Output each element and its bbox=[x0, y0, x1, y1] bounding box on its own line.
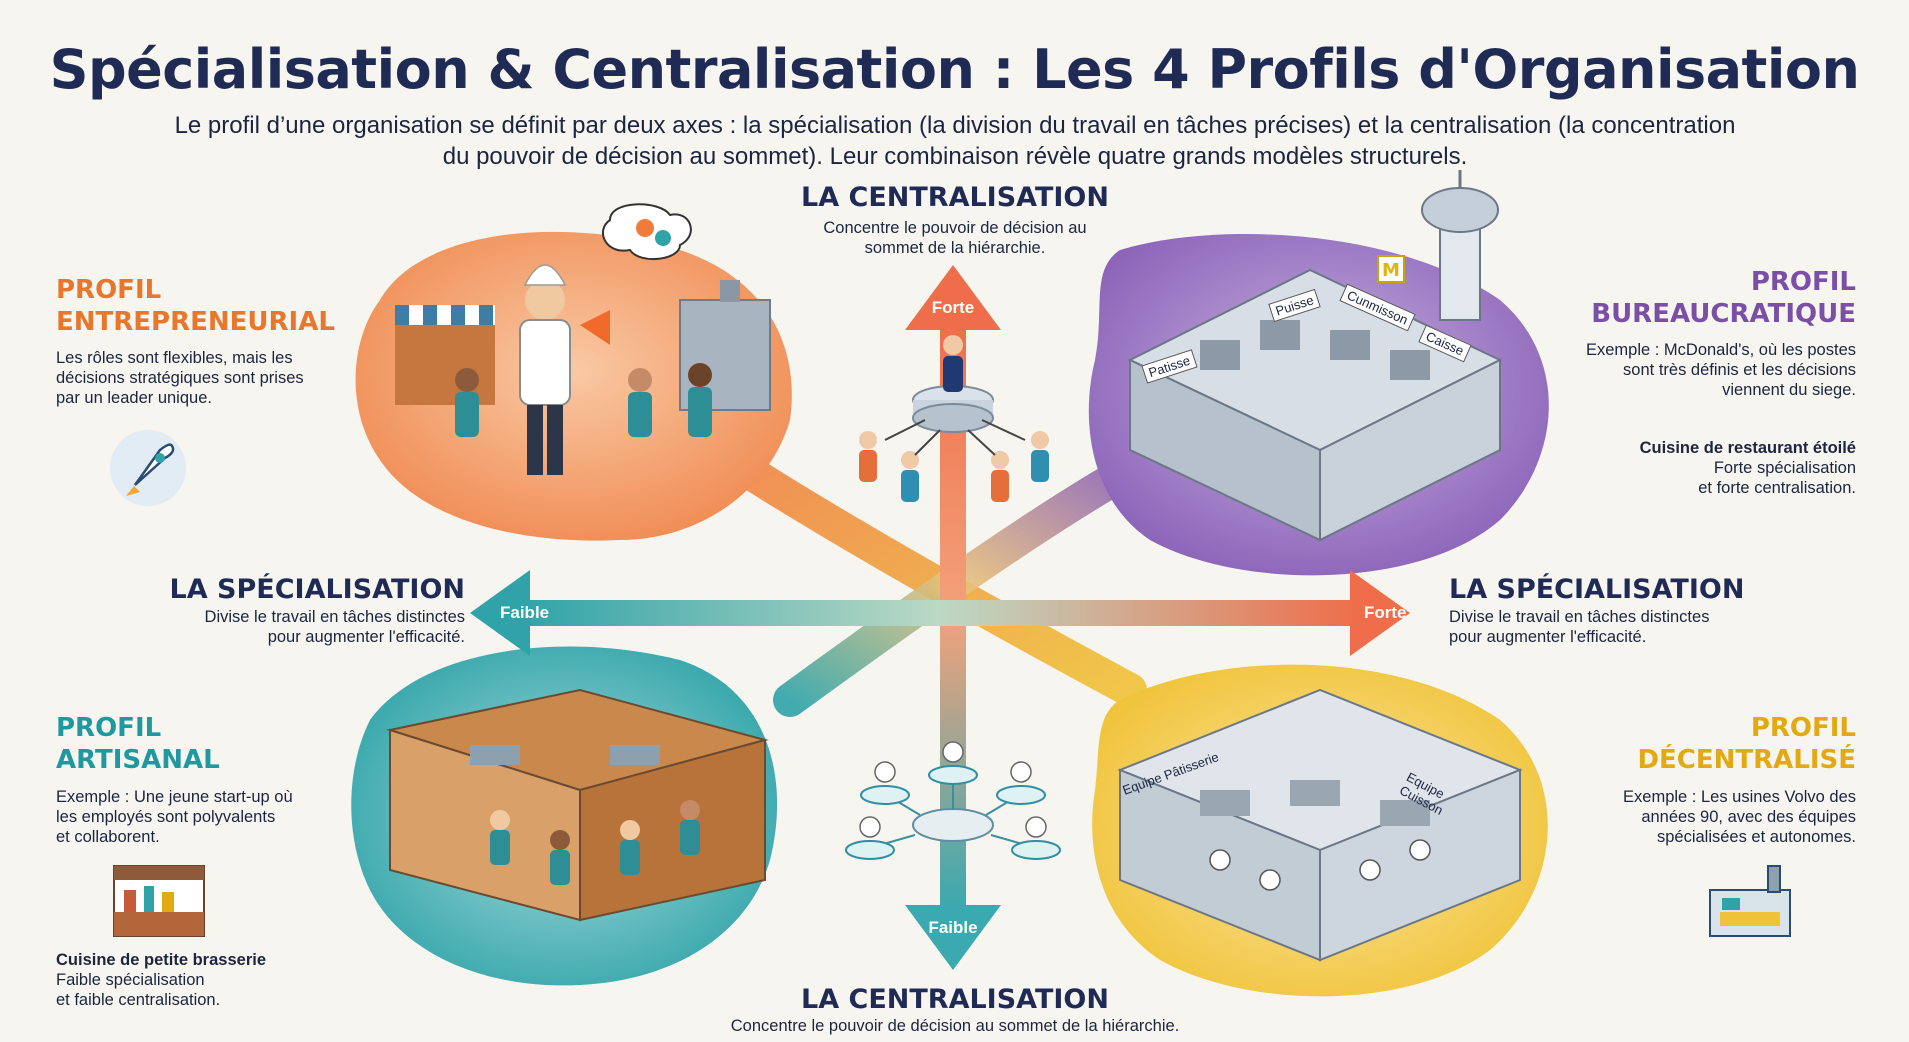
profile-decentralise-text-3: spécialisées et autonomes. bbox=[1656, 828, 1856, 846]
subtitle-line-2: du pouvoir de décision au sommet). Leur … bbox=[442, 143, 1468, 170]
axis-centralisation-top-title: LA CENTRALISATION bbox=[801, 182, 1109, 213]
profile-artisanal-title-2: ARTISANAL bbox=[56, 745, 220, 775]
profile-entrepreneurial-title: PROFIL ENTREPRENEURIAL bbox=[56, 274, 335, 338]
profile-artisanal-example: Cuisine de petite brasserie Faible spéci… bbox=[56, 950, 376, 1010]
profile-bureaucratique-title: PROFIL BUREAUCRATIQUE bbox=[1500, 266, 1856, 330]
profile-bureaucratique-title-1: PROFIL bbox=[1750, 267, 1856, 297]
profile-bureaucratique-text-1: Exemple : McDonald's, où les postes bbox=[1585, 341, 1856, 359]
profile-artisanal-title: PROFIL ARTISANAL bbox=[56, 712, 220, 776]
axis-specialisation-right-arrow-label: Forte bbox=[1364, 603, 1407, 622]
subtitle-line-1: Le profil d’une organisation se définit … bbox=[174, 112, 1736, 139]
profile-bureaucratique-extra-1: Forte spécialisation bbox=[1713, 459, 1856, 477]
profile-decentralise-title: PROFIL DÉCENTRALISÉ bbox=[1500, 712, 1856, 776]
axis-specialisation-right-desc: Divise le travail en tâches distinctes p… bbox=[1449, 607, 1809, 647]
axis-centralisation-bottom-title: LA CENTRALISATION bbox=[801, 984, 1109, 1015]
profile-artisanal-text-3: et collaborent. bbox=[56, 828, 160, 846]
profile-decentralise-title-1: PROFIL bbox=[1750, 713, 1856, 743]
profile-entrepreneurial-title-2: ENTREPRENEURIAL bbox=[56, 307, 335, 337]
profile-bureaucratique-bold: Cuisine de restaurant étoilé bbox=[1639, 439, 1856, 457]
profile-bureaucratique-extra-2: et forte centralisation. bbox=[1698, 479, 1856, 497]
profile-entrepreneurial-title-1: PROFIL bbox=[56, 275, 162, 305]
entrepreneurial-scene bbox=[395, 203, 771, 475]
profile-bureaucratique-text-2: sont très définis et les décisions bbox=[1623, 361, 1856, 379]
axis-centralisation-top-desc-1: Concentre le pouvoir de décision au bbox=[823, 219, 1087, 237]
axis-centralisation-bottom-arrow-label: Faible bbox=[928, 918, 978, 937]
network-decentralised-scene bbox=[845, 741, 1061, 860]
svg-text:M: M bbox=[1382, 260, 1400, 281]
axis-centralisation-top-desc: Concentre le pouvoir de décision au somm… bbox=[770, 218, 1140, 258]
axis-specialisation-right-desc-2: pour augmenter l'efficacité. bbox=[1449, 628, 1647, 646]
page-subtitle: Le profil d’une organisation se définit … bbox=[70, 110, 1840, 172]
profile-decentralise-text-2: années 90, avec des équipes bbox=[1641, 808, 1856, 826]
axis-centralisation-top-arrow-label: Forte bbox=[931, 298, 975, 317]
hierarchy-centralised-scene bbox=[859, 335, 1049, 502]
profile-artisanal-text: Exemple : Une jeune start-up où les empl… bbox=[56, 787, 356, 847]
profile-artisanal-extra-1: Faible spécialisation bbox=[56, 971, 205, 989]
profile-artisanal-extra-2: et faible centralisation. bbox=[56, 991, 221, 1009]
rocket-icon bbox=[110, 430, 186, 506]
axis-specialisation-left-arrow-label: Faible bbox=[500, 603, 550, 622]
bureaucratique-scene: M bbox=[1127, 170, 1503, 542]
profile-entrepreneurial-text-3: par un leader unique. bbox=[56, 389, 212, 407]
profile-decentralise-text-1: Exemple : Les usines Volvo des bbox=[1623, 788, 1856, 806]
profile-bureaucratique-text-3: viennent du siege. bbox=[1722, 381, 1856, 399]
axis-centralisation-bottom-desc: Concentre le pouvoir de décision au somm… bbox=[730, 1017, 1180, 1035]
decentralise-scene bbox=[1117, 688, 1523, 962]
axis-specialisation-left-desc-2: pour augmenter l'efficacité. bbox=[267, 628, 465, 646]
page-title: Spécialisation & Centralisation : Les 4 … bbox=[49, 38, 1860, 101]
axis-specialisation-left-desc-1: Divise le travail en tâches distinctes bbox=[204, 608, 465, 626]
shop-icon bbox=[113, 865, 205, 937]
profile-bureaucratique-example: Cuisine de restaurant étoilé Forte spéci… bbox=[1500, 438, 1856, 498]
profile-artisanal-title-1: PROFIL bbox=[56, 713, 162, 743]
profile-artisanal-bold: Cuisine de petite brasserie bbox=[56, 951, 266, 969]
profile-decentralise-text: Exemple : Les usines Volvo des années 90… bbox=[1500, 787, 1856, 847]
factory-icon bbox=[1709, 865, 1791, 937]
artisanal-scene bbox=[386, 688, 769, 922]
profile-entrepreneurial-text-2: décisions stratégiques sont prises bbox=[56, 369, 304, 387]
axis-specialisation-right-title: LA SPÉCIALISATION bbox=[1449, 574, 1745, 605]
profile-entrepreneurial-text: Les rôles sont flexibles, mais les décis… bbox=[56, 348, 356, 408]
axis-specialisation-right-desc-1: Divise le travail en tâches distinctes bbox=[1449, 608, 1710, 626]
profile-entrepreneurial-text-1: Les rôles sont flexibles, mais les bbox=[56, 349, 293, 367]
profile-bureaucratique-text: Exemple : McDonald's, où les postes sont… bbox=[1500, 340, 1856, 400]
profile-bureaucratique-title-2: BUREAUCRATIQUE bbox=[1591, 299, 1856, 329]
profile-artisanal-text-2: les employés sont polyvalents bbox=[56, 808, 276, 826]
axis-specialisation-left-title: LA SPÉCIALISATION bbox=[169, 574, 465, 605]
chef-leader bbox=[519, 264, 610, 475]
profile-artisanal-text-1: Exemple : Une jeune start-up où bbox=[56, 788, 293, 806]
profile-decentralise-title-2: DÉCENTRALISÉ bbox=[1637, 745, 1856, 775]
axis-specialisation-left-desc: Divise le travail en tâches distinctes p… bbox=[110, 607, 465, 647]
axis-centralisation-top-desc-2: sommet de la hiérarchie. bbox=[864, 239, 1046, 257]
